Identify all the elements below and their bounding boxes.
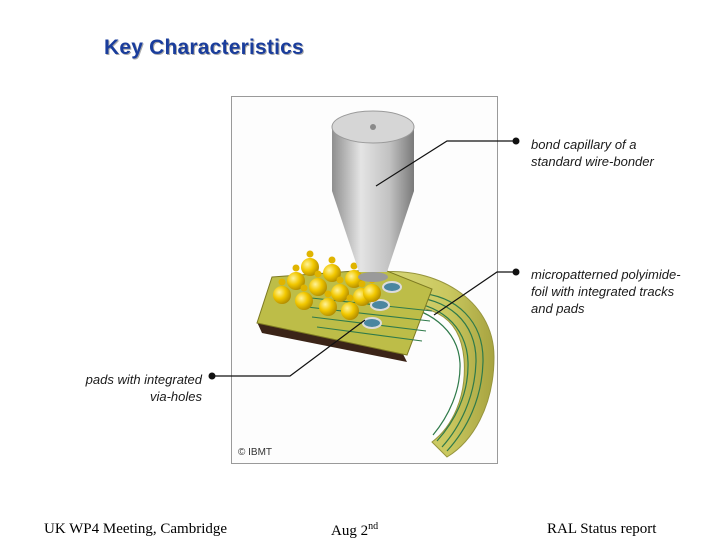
solder-bumps [273,250,381,320]
bump [345,262,363,288]
copyright-notice: © IBMT [238,447,272,458]
pads-callout-dot [208,372,216,380]
footer-date: Aug 2nd [331,521,378,540]
bump [287,264,305,290]
bump [331,276,349,302]
bonding-scene: © IBMT [238,110,495,458]
bump [273,278,291,304]
bump [309,270,327,296]
bump [301,250,319,276]
via-hole-pads [362,281,402,329]
via-hole-pads-label: pads with integrated via-holes [85,372,202,404]
foil-callout-dot [512,268,520,276]
footer-meeting: UK WP4 Meeting, Cambridge [44,521,228,537]
capillary-leader-line [375,140,516,187]
pads-leader-line [212,319,366,377]
slide-title: Key Characteristics [104,36,304,59]
bump [341,294,359,320]
polyimide-foil-label: micropatterned polyimide-foil with integ… [531,267,681,316]
bump [295,284,313,310]
foil-curved-section [381,270,495,458]
foil-leader-line [433,271,516,316]
wire-bonding-illustration: © IBMT [231,96,498,464]
bump [323,256,341,282]
footer-date-suffix: nd [368,521,379,532]
capillary-callout-dot [512,137,520,145]
footer-report: RAL Status report [547,521,657,537]
footer-date-main: Aug 2 [331,523,369,539]
bond-capillary [331,110,415,282]
chip-base-dark [257,322,407,362]
bond-capillary-label: bond capillary of a standard wire-bonder [531,137,654,169]
bump [319,290,337,316]
